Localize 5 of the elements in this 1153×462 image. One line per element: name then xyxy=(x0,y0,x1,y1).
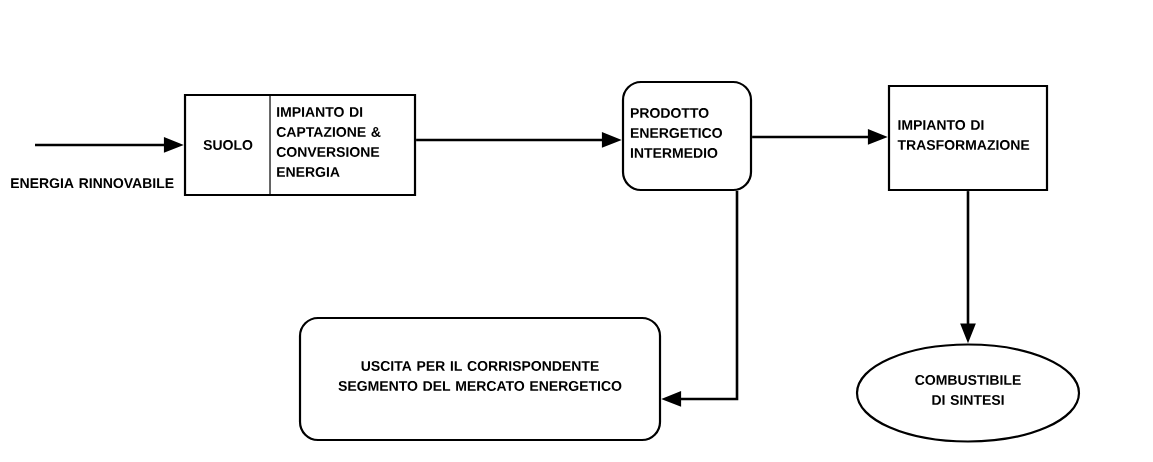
rounded-box: PRODOTTO ENERGETICO INTERMEDIO xyxy=(621,80,753,192)
rounded-box: USCITA PER IL CORRISPONDENTE SEGMENTO DEL MERCATO ENERGETICO xyxy=(298,316,662,442)
process-box: IMPIANTO DI TRASFORMAZIONE xyxy=(887,84,1049,192)
process-box: SUOLO IMPIANTO DI CAPTAZIONE & CONVERSIONE ENERGIA xyxy=(183,93,417,197)
ellipse-node: COMBUSTIBILE DI SINTESI xyxy=(855,343,1081,443)
